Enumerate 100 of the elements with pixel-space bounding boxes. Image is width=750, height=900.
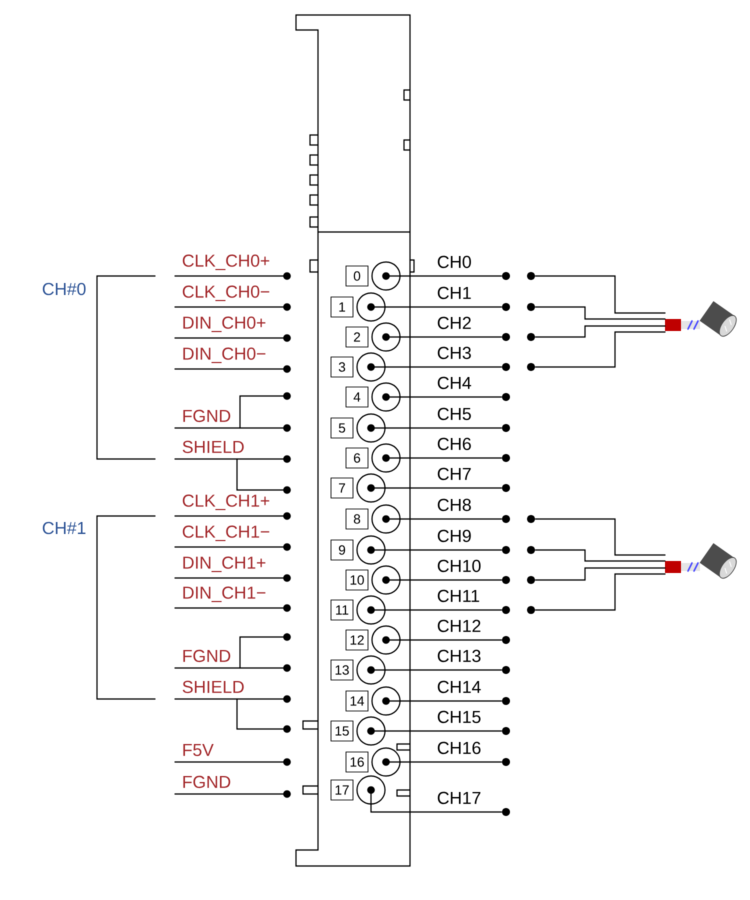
terminal-number: 12 (346, 630, 368, 650)
wire (370, 804, 502, 813)
terminal-number: 16 (346, 752, 368, 772)
signal-label: F5V (183, 744, 214, 756)
wire (535, 518, 666, 556)
wire (400, 700, 502, 702)
wire (400, 275, 502, 277)
wire (535, 275, 666, 314)
wire-end-dot (527, 272, 535, 280)
screw-terminal (371, 625, 402, 655)
wire-end-dot (502, 758, 510, 766)
channel-label: CH14 (436, 679, 483, 694)
screw-terminal (356, 352, 386, 382)
screw-terminal (356, 535, 386, 565)
wire-end-dot (502, 697, 510, 705)
wire (535, 325, 666, 338)
signal-label: CLK_CH1+ (182, 494, 270, 510)
signal-label: CLK_CH0+ (182, 254, 270, 270)
wire-end-dot (502, 808, 510, 816)
wire (385, 730, 502, 732)
wire (385, 427, 502, 429)
terminal-number: 7 (330, 478, 354, 498)
wire (400, 396, 502, 398)
wire-end-dot (502, 666, 510, 674)
wire (385, 306, 502, 308)
channel-label: CH11 (436, 588, 482, 604)
wire-end-dot (502, 727, 510, 735)
terminal-number: 15 (330, 720, 354, 742)
wire-end-dot (502, 303, 510, 311)
wire (385, 487, 502, 489)
wire-end-dot (502, 576, 510, 584)
encoder-drawing (665, 301, 737, 337)
signal-label: DIN_CH1+ (183, 556, 266, 572)
terminal-number: 3 (330, 356, 354, 378)
terminal-number: 14 (346, 690, 368, 712)
channel-label: CH12 (436, 618, 483, 634)
screw-terminal (371, 261, 402, 291)
channel-label: CH16 (436, 740, 483, 756)
wire (385, 609, 502, 611)
signal-label: SHIELD (182, 680, 244, 694)
signal-label: FGND (183, 410, 230, 422)
encoder-drawing (665, 543, 737, 579)
group-label: CH#0 (42, 282, 86, 296)
terminal-number: 11 (330, 600, 354, 620)
channel-label: CH17 (436, 790, 483, 806)
signal-label: FGND (183, 650, 230, 662)
signal-label: CLK_CH0− (182, 286, 270, 302)
screw-terminal (356, 595, 386, 625)
screw-terminal (371, 322, 402, 352)
channel-label: CH6 (436, 436, 473, 452)
terminal-module-drawing (295, 14, 415, 867)
terminal-number: 4 (346, 386, 368, 408)
wire (400, 336, 502, 338)
channel-label: CH3 (436, 345, 473, 360)
wire-end-dot (527, 363, 535, 371)
wire-end-dot (502, 454, 510, 462)
screw-terminal (371, 565, 402, 595)
terminal-number: 6 (346, 448, 368, 468)
terminal-number: 8 (346, 508, 368, 530)
channel-label: CH2 (436, 315, 473, 330)
terminal-number: 10 (346, 570, 368, 590)
wire (400, 639, 502, 641)
wire-end-dot (502, 393, 510, 401)
wire-end-dot (527, 576, 535, 584)
signal-label: SHIELD (182, 440, 244, 454)
screw-terminal (356, 473, 386, 503)
terminal-number: 5 (330, 418, 354, 438)
wire-end-dot (527, 333, 535, 341)
wire-end-dot (502, 484, 510, 492)
wire-end-dot (527, 606, 535, 614)
wire-end-dot (502, 272, 510, 280)
channel-label: CH15 (436, 709, 483, 724)
wire-end-dot (502, 333, 510, 341)
channel-label: CH9 (436, 528, 473, 544)
wire (400, 579, 502, 581)
wire-end-dot (527, 546, 535, 554)
terminal-number: 13 (330, 660, 354, 680)
signal-label: DIN_CH0− (183, 348, 266, 364)
wire (400, 457, 502, 459)
signal-label: DIN_CH0+ (183, 316, 266, 332)
wire-end-dot (502, 424, 510, 432)
screw-terminal (371, 686, 402, 716)
screw-terminal (356, 413, 386, 443)
signal-label: CLK_CH1− (182, 526, 270, 542)
wire (535, 331, 666, 368)
screw-terminal (356, 775, 386, 806)
wire (535, 573, 666, 611)
wire-end-dot (502, 546, 510, 554)
wire-end-dot (527, 515, 535, 523)
wire (535, 567, 666, 581)
terminal-number: 9 (330, 540, 354, 560)
wire-end-dot (502, 606, 510, 614)
channel-label: CH13 (436, 648, 483, 664)
channel-label: CH4 (436, 375, 473, 390)
channel-label: CH1 (436, 285, 473, 300)
screw-terminal (371, 504, 402, 534)
channel-label: CH8 (436, 497, 473, 512)
wire-end-dot (502, 636, 510, 644)
channel-label: CH0 (436, 254, 473, 270)
terminal-number: 17 (330, 780, 354, 800)
